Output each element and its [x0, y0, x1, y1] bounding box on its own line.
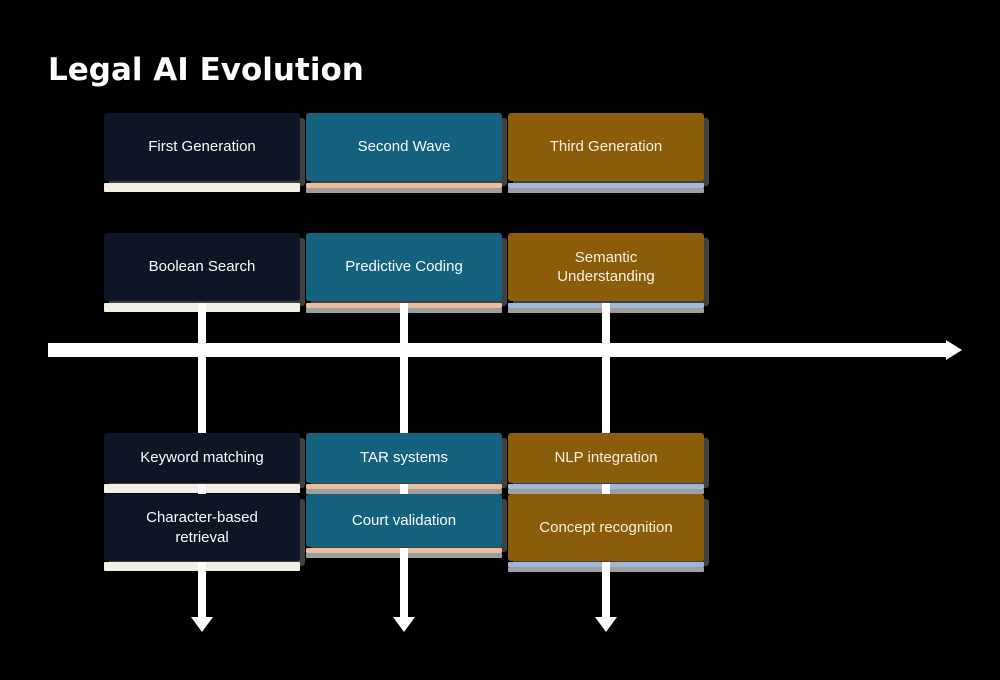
arrow-down-icon: [393, 617, 415, 632]
arrow-down-icon: [595, 617, 617, 632]
diagram-title: Legal AI Evolution: [48, 52, 364, 88]
connector-line: [602, 303, 610, 434]
era-label: Predictive Coding: [345, 258, 463, 276]
accent-underline: [306, 183, 502, 188]
header-label: Second Wave: [357, 138, 451, 156]
connector-line: [602, 484, 610, 494]
header-label: First Generation: [148, 138, 256, 156]
connector-line: [198, 562, 206, 618]
header-box-second-wave: Second Wave: [306, 113, 502, 181]
connector-line: [400, 303, 408, 434]
header-box-first-generation: First Generation: [104, 113, 300, 181]
era-label: Boolean Search: [148, 258, 256, 276]
feature-box-keyword-matching: Keyword matching: [104, 433, 300, 483]
era-box-predictive-coding: Predictive Coding: [306, 233, 502, 301]
feature-label: TAR systems: [359, 449, 449, 467]
arrow-down-icon: [191, 617, 213, 632]
connector-line: [400, 484, 408, 494]
era-box-semantic-understanding: Semantic Understanding: [508, 233, 704, 301]
era-box-boolean-search: Boolean Search: [104, 233, 300, 301]
accent-underline: [508, 183, 704, 188]
feature-box-tar-systems: TAR systems: [306, 433, 502, 483]
timeline-axis: [48, 343, 946, 357]
connector-line: [198, 484, 206, 494]
accent-underline: [104, 183, 300, 192]
feature-label: Character-based retrieval: [146, 509, 258, 546]
header-box-third-generation: Third Generation: [508, 113, 704, 181]
feature-label: Concept recognition: [539, 518, 673, 536]
era-label: Semantic Understanding: [557, 248, 655, 286]
feature-label: Keyword matching: [140, 449, 264, 467]
feature-box-nlp-integration: NLP integration: [508, 433, 704, 483]
arrow-right-icon: [946, 340, 962, 360]
feature-label: Court validation: [351, 511, 457, 529]
connector-line: [198, 303, 206, 434]
feature-box-court-validation: Court validation: [306, 494, 502, 547]
feature-label: NLP integration: [554, 449, 658, 467]
connector-line: [602, 562, 610, 618]
connector-line: [400, 548, 408, 618]
header-label: Third Generation: [549, 138, 663, 156]
feature-box-concept-recognition: Concept recognition: [508, 494, 704, 561]
feature-box-character-based-retrieval: Character-based retrieval: [104, 494, 300, 561]
